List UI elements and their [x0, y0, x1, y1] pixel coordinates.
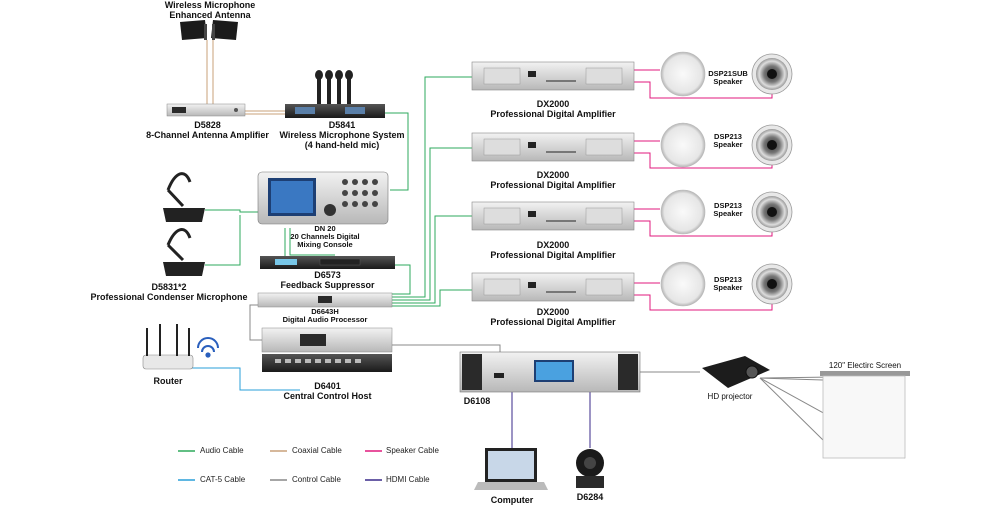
d5828-desc: 8-Channel Antenna Amplifier — [146, 130, 269, 140]
antenna-label: Wireless Microphone Enhanced Antenna — [150, 0, 270, 20]
wifi-icon — [197, 337, 219, 358]
computer-label: Computer — [490, 495, 534, 505]
projector-label: HD projector — [707, 392, 753, 401]
legend-control-cable: Control Cable — [292, 475, 341, 484]
amplifier-model: DX2000 — [536, 170, 570, 180]
speaker-label-2: DSP213 Speaker — [705, 133, 751, 149]
d6401-desc: Central Control Host — [283, 391, 372, 401]
dn20-label: DN 20 20 Channels Digital Mixing Console — [270, 225, 380, 249]
speaker-label-3: DSP213 Speaker — [705, 202, 751, 218]
antenna-label-line1: Wireless Microphone — [164, 0, 256, 10]
amplifier-label-3: DX2000 Professional Digital Amplifier — [478, 240, 628, 260]
d6401-model: D6401 — [314, 381, 341, 391]
camera-icon — [576, 449, 604, 488]
speaker-model: DSP213 — [714, 275, 742, 284]
amplifier-devices — [471, 61, 635, 302]
antenna-icon — [180, 20, 238, 40]
speaker-type: Speaker — [713, 283, 743, 292]
amplifier-desc: Professional Digital Amplifier — [490, 317, 616, 327]
amplifier-model: DX2000 — [536, 307, 570, 317]
legend-swatches — [178, 450, 382, 481]
cat5-cables — [190, 367, 300, 391]
d6643h-model: D6643H — [311, 307, 339, 316]
amplifier-desc: Professional Digital Amplifier — [490, 109, 616, 119]
projector-icon — [702, 356, 770, 388]
d6643h-label: D6643H Digital Audio Processor — [270, 308, 380, 324]
d6108-label: D6108 — [463, 396, 491, 406]
dn20-device — [257, 171, 389, 225]
d5841-label: D5841 Wireless Microphone System (4 hand… — [272, 120, 412, 150]
speaker-model: DSP213 — [714, 201, 742, 210]
router-label: Router — [153, 376, 183, 386]
legend-coaxial-cable: Coaxial Cable — [292, 446, 342, 455]
legend-speaker-cable: Speaker Cable — [386, 446, 439, 455]
d6108-device — [459, 351, 641, 393]
speaker-type: Speaker — [713, 140, 743, 149]
amplifier-label-1: DX2000 Professional Digital Amplifier — [478, 99, 628, 119]
woofer-speaker-icons — [751, 53, 793, 305]
d5831-model: D5831*2 — [151, 282, 187, 292]
amplifier-model: DX2000 — [536, 240, 570, 250]
d6401-label: D6401 Central Control Host — [265, 381, 390, 401]
d6573-device — [260, 256, 395, 269]
d5831-label: D5831*2 Professional Condenser Microphon… — [80, 282, 258, 302]
d5828-label: D5828 8-Channel Antenna Amplifier — [140, 120, 275, 140]
speaker-model: DSP213 — [714, 132, 742, 141]
legend-audio-cable: Audio Cable — [200, 446, 244, 455]
speaker-label-4: DSP213 Speaker — [705, 276, 751, 292]
screen-label: 120" Electirc Screen — [828, 361, 902, 370]
amplifier-label-4: DX2000 Professional Digital Amplifier — [478, 307, 628, 327]
projection-screen-icon — [820, 371, 910, 459]
d5828-device — [166, 103, 246, 117]
d6401-device — [261, 327, 393, 372]
speaker-type: Speaker — [713, 209, 743, 218]
amplifier-desc: Professional Digital Amplifier — [490, 180, 616, 190]
computer-icon — [474, 448, 548, 490]
d6284-label: D6284 — [576, 492, 604, 502]
speaker-type: Speaker — [713, 77, 743, 86]
dn20-desc2: Mixing Console — [297, 240, 353, 249]
d5841-desc: Wireless Microphone System — [279, 130, 405, 140]
speaker-cables — [634, 69, 773, 311]
condenser-mic-icon — [163, 172, 205, 276]
d6573-model: D6573 — [314, 270, 341, 280]
d6643h-desc: Digital Audio Processor — [282, 315, 368, 324]
d6573-label: D6573 Feedback Suppressor — [265, 270, 390, 290]
hdmi-cables — [511, 392, 591, 448]
dn20-model: DN 20 — [314, 224, 336, 233]
amplifier-model: DX2000 — [536, 99, 570, 109]
router-icon — [142, 324, 194, 370]
amplifier-desc: Professional Digital Amplifier — [490, 250, 616, 260]
antenna-label-line2: Enhanced Antenna — [169, 10, 251, 20]
d5831-desc: Professional Condenser Microphone — [90, 292, 248, 302]
d6643h-device — [257, 292, 393, 308]
speaker-model: DSP21SUB — [708, 69, 748, 78]
amplifier-label-2: DX2000 Professional Digital Amplifier — [478, 170, 628, 190]
d5828-model: D5828 — [194, 120, 221, 130]
dn20-desc: 20 Channels Digital — [290, 232, 360, 241]
legend-hdmi-cable: HDMI Cable — [386, 475, 430, 484]
legend-cat5-cable: CAT-5 Cable — [200, 475, 246, 484]
audio-cables — [205, 76, 472, 307]
d6573-desc: Feedback Suppressor — [280, 280, 375, 290]
coaxial-cables — [206, 40, 285, 115]
d5841-desc2: (4 hand-held mic) — [304, 140, 380, 150]
d5841-device — [285, 70, 385, 118]
speaker-label-1: DSP21SUB Speaker — [705, 70, 751, 86]
ceiling-speaker-icons — [660, 51, 706, 307]
d5841-model: D5841 — [328, 120, 356, 130]
